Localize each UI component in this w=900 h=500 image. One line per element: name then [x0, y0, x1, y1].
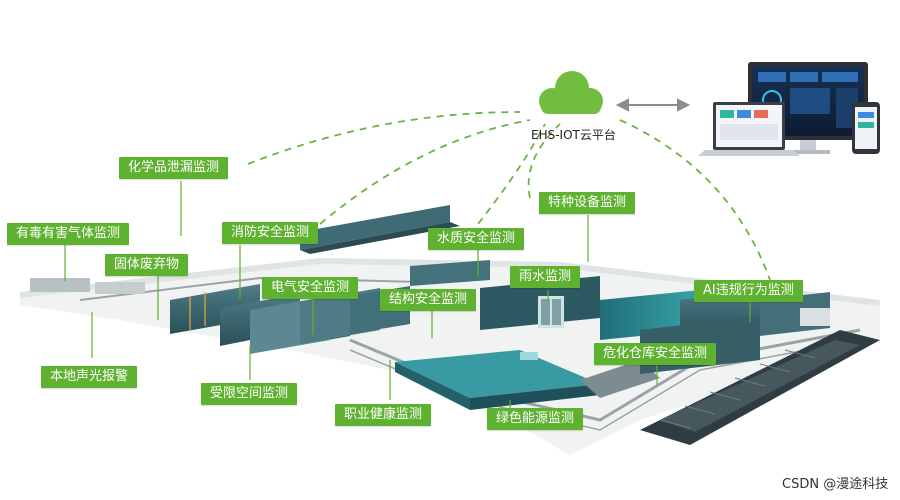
- cloud-data-links: [247, 111, 771, 281]
- label-leader-lines: [64, 181, 751, 410]
- label-solid-waste: 固体废弃物: [105, 254, 189, 276]
- label-chemical-leak: 化学品泄漏监测: [119, 157, 229, 179]
- rainwater-station: [410, 260, 600, 330]
- label-ai-violation: AI违规行为监测: [694, 280, 803, 302]
- label-green-energy: 绿色能源监测: [487, 408, 584, 430]
- label-electrical-safety: 电气安全监测: [262, 277, 359, 299]
- rear-building: [300, 205, 460, 254]
- label-confined-space: 受限空间监测: [201, 383, 298, 405]
- label-rainwater: 雨水监测: [510, 266, 581, 288]
- label-occupational-health: 职业健康监测: [335, 404, 432, 426]
- label-fire-safety: 消防安全监测: [222, 222, 319, 244]
- double-arrow-icon: [615, 98, 691, 112]
- center-teal-line: [395, 350, 660, 410]
- label-special-equipment: 特种设备监测: [539, 192, 636, 214]
- platform-name: EHS-IOT云平台: [531, 128, 616, 142]
- dark-conveyor: [640, 330, 880, 445]
- monitor-laptop-phone-icon: [698, 62, 880, 156]
- label-hazmat-warehouse: 危化仓库安全监测: [594, 343, 717, 365]
- cloud-icon: [539, 71, 603, 114]
- watermark: CSDN @漫途科技: [782, 477, 889, 492]
- label-structural-safety: 结构安全监测: [380, 289, 477, 311]
- label-local-alarm: 本地声光报警: [41, 366, 138, 388]
- label-toxic-gas: 有毒有害气体监测: [7, 223, 130, 245]
- label-water-quality: 水质安全监测: [428, 228, 525, 250]
